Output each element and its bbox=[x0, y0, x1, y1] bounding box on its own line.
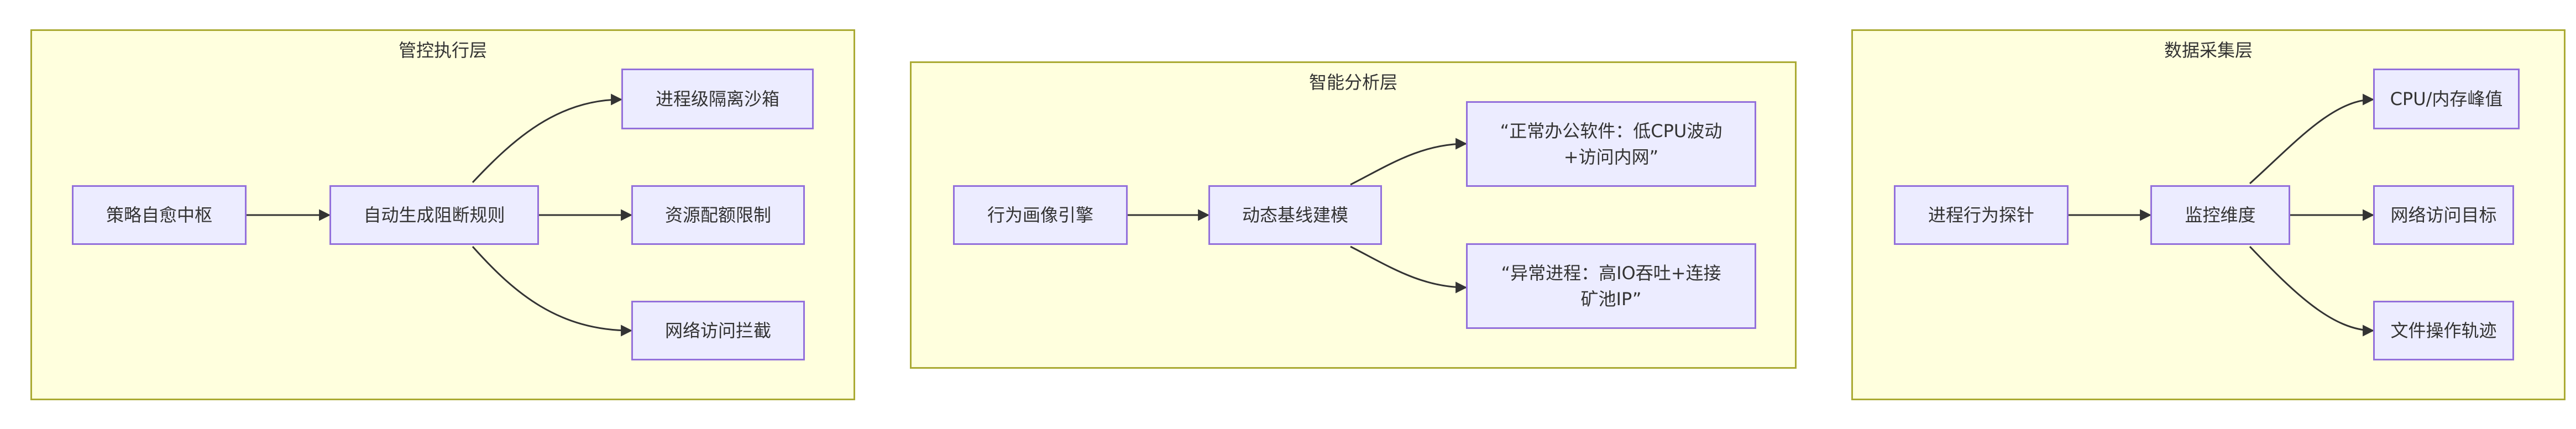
node-monitor: 监控维度 bbox=[2150, 185, 2290, 245]
node-cpu-mem: CPU/内存峰值 bbox=[2373, 69, 2520, 129]
edge-baseline-to-normal bbox=[1350, 138, 1468, 186]
edge-rules-to-sandbox bbox=[472, 93, 623, 184]
node-sandbox: 进程级隔离沙箱 bbox=[621, 69, 814, 129]
node-behavior-engine: 行为画像引擎 bbox=[953, 185, 1128, 245]
node-baseline: 动态基线建模 bbox=[1208, 185, 1382, 245]
node-file-trace: 文件操作轨迹 bbox=[2373, 301, 2514, 360]
edge-rules-to-netblock bbox=[472, 246, 633, 337]
edge-monitor-to-file bbox=[2249, 245, 2375, 337]
cluster-title: 数据采集层 bbox=[2164, 40, 2253, 61]
node-abnormal-profile: “异常进程：高IO吞吐+连接 矿池IP” bbox=[1466, 243, 1756, 329]
node-quota: 资源配额限制 bbox=[631, 185, 805, 245]
cluster-title: 智能分析层 bbox=[1308, 72, 1397, 93]
edge-monitor-to-cpu bbox=[2249, 93, 2375, 185]
node-probe: 进程行为探针 bbox=[1894, 185, 2069, 245]
node-auto-rules: 自动生成阻断规则 bbox=[329, 185, 539, 245]
node-net-block: 网络访问拦截 bbox=[631, 301, 805, 360]
node-net-target: 网络访问目标 bbox=[2373, 185, 2514, 245]
node-normal-profile: “正常办公软件：低CPU波动 +访问内网” bbox=[1466, 101, 1756, 187]
node-strategy-hub: 策略自愈中枢 bbox=[72, 185, 247, 245]
cluster-title: 管控执行层 bbox=[398, 40, 487, 61]
edge-baseline-to-abnormal bbox=[1350, 245, 1468, 294]
